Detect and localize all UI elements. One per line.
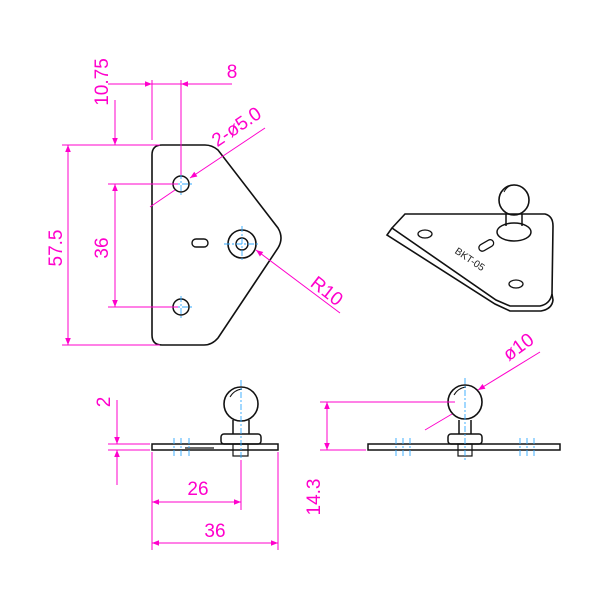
iso-ball xyxy=(498,184,530,216)
center-slot xyxy=(191,238,209,248)
side-centerlines xyxy=(395,378,535,462)
side-view xyxy=(367,378,561,462)
iso-part-label: BKT-05 xyxy=(452,246,486,274)
dim-top-offset: 10.75 xyxy=(92,58,113,106)
top-view xyxy=(151,144,282,346)
side-view-dimensions xyxy=(320,351,541,451)
dim-hole-offset: 8 xyxy=(227,62,238,83)
front-stud-neck xyxy=(232,420,250,434)
dim-stud-position: 26 xyxy=(187,479,208,500)
plate-outline xyxy=(151,144,282,346)
iso-plate-thickness xyxy=(385,227,554,312)
iso-stud-neck xyxy=(505,214,523,226)
dim-hole-spacing: 36 xyxy=(92,237,113,258)
top-view-dimensions xyxy=(62,80,341,346)
dim-overall-height: 57.5 xyxy=(46,230,67,267)
front-view-dimensions xyxy=(108,400,279,550)
iso-hole-left xyxy=(417,229,433,239)
iso-stud-base xyxy=(496,222,532,242)
dim-base-width: 36 xyxy=(204,521,225,542)
isometric-view: BKT-05 xyxy=(385,184,554,312)
iso-slot xyxy=(478,239,495,252)
dim-corner-radius: R10 xyxy=(306,273,346,311)
front-centerlines xyxy=(173,380,242,462)
dim-ball-diameter: ø10 xyxy=(499,329,538,365)
iso-hole-right xyxy=(508,279,524,289)
side-plate xyxy=(367,443,561,451)
dim-plate-thickness: 2 xyxy=(94,397,115,408)
side-stud-neck xyxy=(458,420,472,434)
front-stud-thread xyxy=(232,443,249,457)
dim-stud-height: 14.3 xyxy=(304,479,325,516)
front-plate xyxy=(151,443,279,451)
iso-ball-highlight xyxy=(503,184,517,193)
front-view xyxy=(151,380,279,462)
dim-hole-callout: 2-ø5.0 xyxy=(208,103,265,151)
